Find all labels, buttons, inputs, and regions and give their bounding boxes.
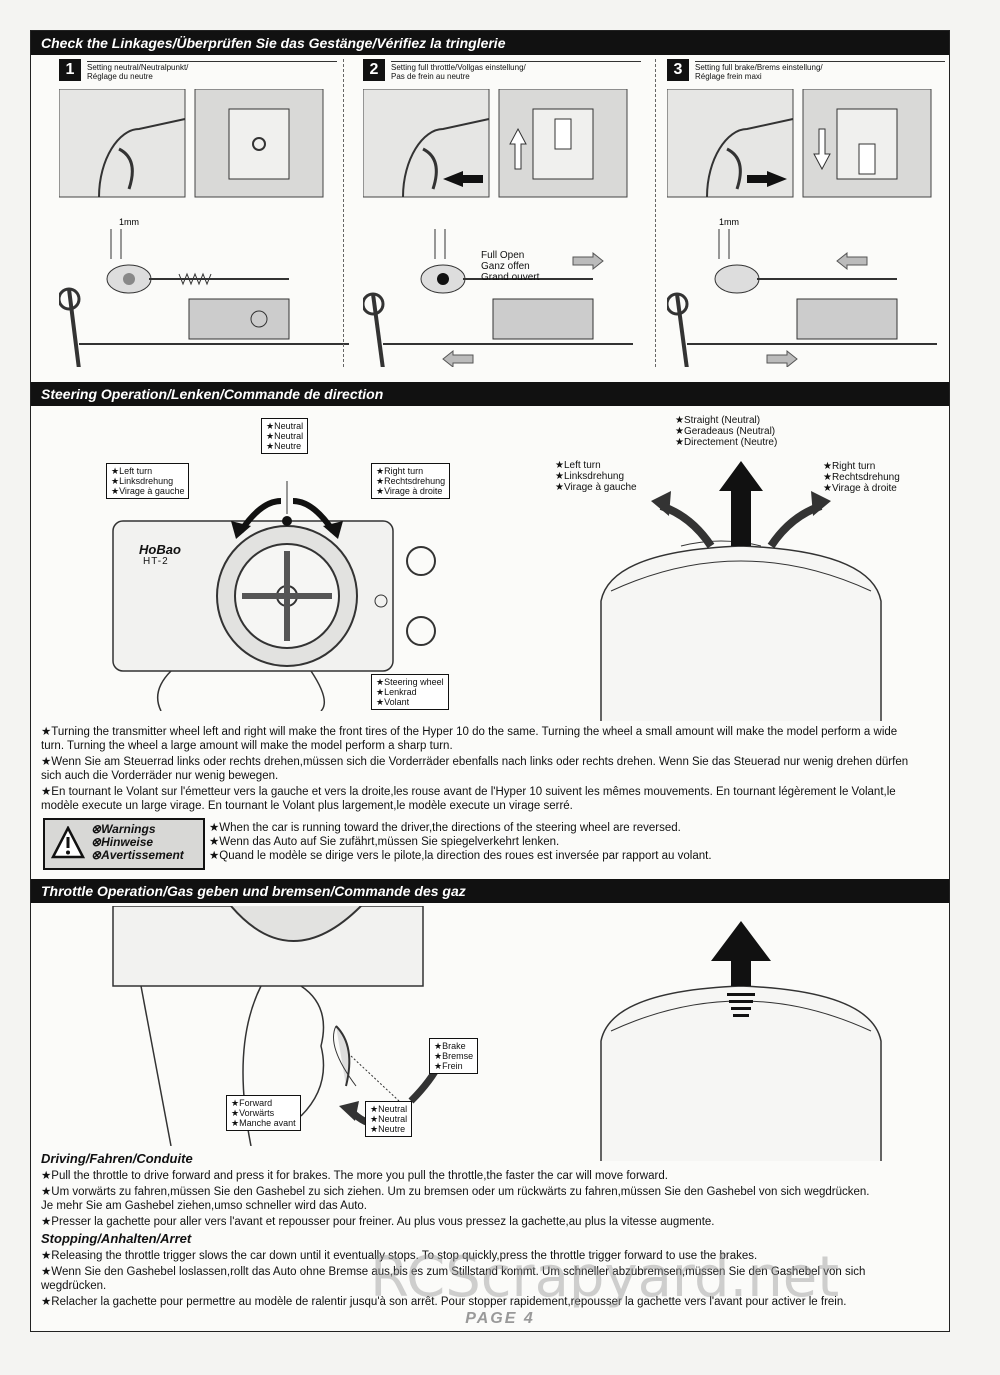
brake-callout: ★Brake★Bremse★Frein [429, 1038, 479, 1074]
warning-badge: ⊗Warnings⊗Hinweise⊗Avertissement [43, 818, 205, 870]
driving-text: ★Pull the throttle to drive forward and … [41, 1170, 870, 1228]
neutral-linkage-illustration: 1mm [59, 89, 349, 367]
left-turn-callout: ★Left turn★Linksdrehung★Virage à gauche [106, 463, 190, 499]
step-divider [655, 59, 656, 367]
steering-description: ★Turning the transmitter wheel left and … [41, 726, 909, 812]
full-brake-linkage-illustration: 1mm [667, 89, 937, 367]
neutral-callout: ★Neutral★Neutral★Neutre [261, 418, 309, 454]
full-throttle-linkage-illustration [363, 89, 633, 367]
watermark: RCScrapyard.net [370, 1245, 840, 1310]
step-title: Setting full throttle/Vollgas einstellun… [391, 61, 641, 81]
section-header-linkages: Check the Linkages/Überprüfen Sie das Ge… [31, 31, 949, 55]
car-forward-illustration [600, 921, 882, 1161]
stopping-title: Stopping/Anhalten/Arret [41, 1231, 192, 1246]
section-header-steering: Steering Operation/Lenken/Commande de di… [31, 382, 949, 406]
step-number: 2 [363, 59, 385, 81]
brand-logo: HoBao [139, 542, 181, 557]
warning-labels: ⊗Warnings⊗Hinweise⊗Avertissement [91, 822, 184, 862]
step-2: 2 Setting full throttle/Vollgas einstell… [363, 59, 659, 367]
step-1: 1 Setting neutral/Neutralpunkt/Réglage d… [59, 59, 355, 367]
stopping-text: ★Releasing the throttle trigger slows th… [41, 1250, 866, 1308]
warning-triangle-icon [51, 826, 85, 859]
step-3: 3 Setting full brake/Brems einstellung/R… [667, 59, 963, 367]
forward-callout: ★Forward★Vorwärts★Manche avant [226, 1095, 301, 1131]
driving-title: Driving/Fahren/Conduite [41, 1151, 193, 1166]
transmitter-throttle-illustration [112, 906, 451, 1146]
step-title: Setting full brake/Brems einstellung/Rég… [695, 61, 945, 81]
step-title: Setting neutral/Neutralpunkt/Réglage du … [87, 61, 337, 81]
transmitter-steering-illustration [112, 481, 436, 711]
car-steering-illustration [600, 461, 882, 721]
manual-page: Check the Linkages/Überprüfen Sie das Ge… [30, 30, 950, 1332]
right-turn-callout: ★Right turn★Rechtsdrehung★Virage à droit… [371, 463, 451, 499]
car-left-label: ★Left turn★Linksdrehung★Virage à gauche [555, 460, 637, 493]
car-right-label: ★Right turn★Rechtsdrehung★Virage à droit… [823, 461, 900, 494]
steering-wheel-callout: ★Steering wheel★Lenkrad★Volant [371, 674, 449, 710]
straight-label: ★Straight (Neutral)★Geradeaus (Neutral)★… [675, 415, 778, 448]
throttle-neutral-callout: ★Neutral★Neutral★Neutre [365, 1101, 413, 1137]
model-label: HT-2 [143, 556, 169, 567]
page-number: PAGE 4 [465, 1310, 535, 1327]
step-divider [343, 59, 344, 367]
svg-text:1mm: 1mm [719, 217, 739, 227]
step-number: 1 [59, 59, 81, 81]
gap-label: 1mm [119, 217, 139, 227]
warning-text: ★When the car is running toward the driv… [209, 822, 712, 862]
section-header-throttle: Throttle Operation/Gas geben und bremsen… [31, 879, 949, 903]
step-number: 3 [667, 59, 689, 81]
